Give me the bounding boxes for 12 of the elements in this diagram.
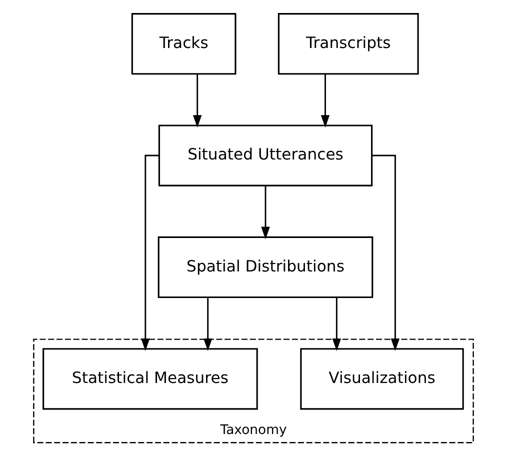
node-box: Visualizations <box>300 348 464 410</box>
arrow <box>320 74 330 128</box>
node-box: Statistical Measures <box>42 348 258 410</box>
arrow <box>203 297 212 350</box>
node-box: Tracks <box>131 12 236 74</box>
node-box: Situated Utterances <box>158 124 373 186</box>
node-box: Spatial Distributions <box>158 236 374 298</box>
arrow <box>332 297 342 350</box>
arrow <box>192 74 202 128</box>
arrow <box>261 186 270 239</box>
arrow <box>372 154 400 350</box>
node-box: Transcripts <box>278 12 419 74</box>
